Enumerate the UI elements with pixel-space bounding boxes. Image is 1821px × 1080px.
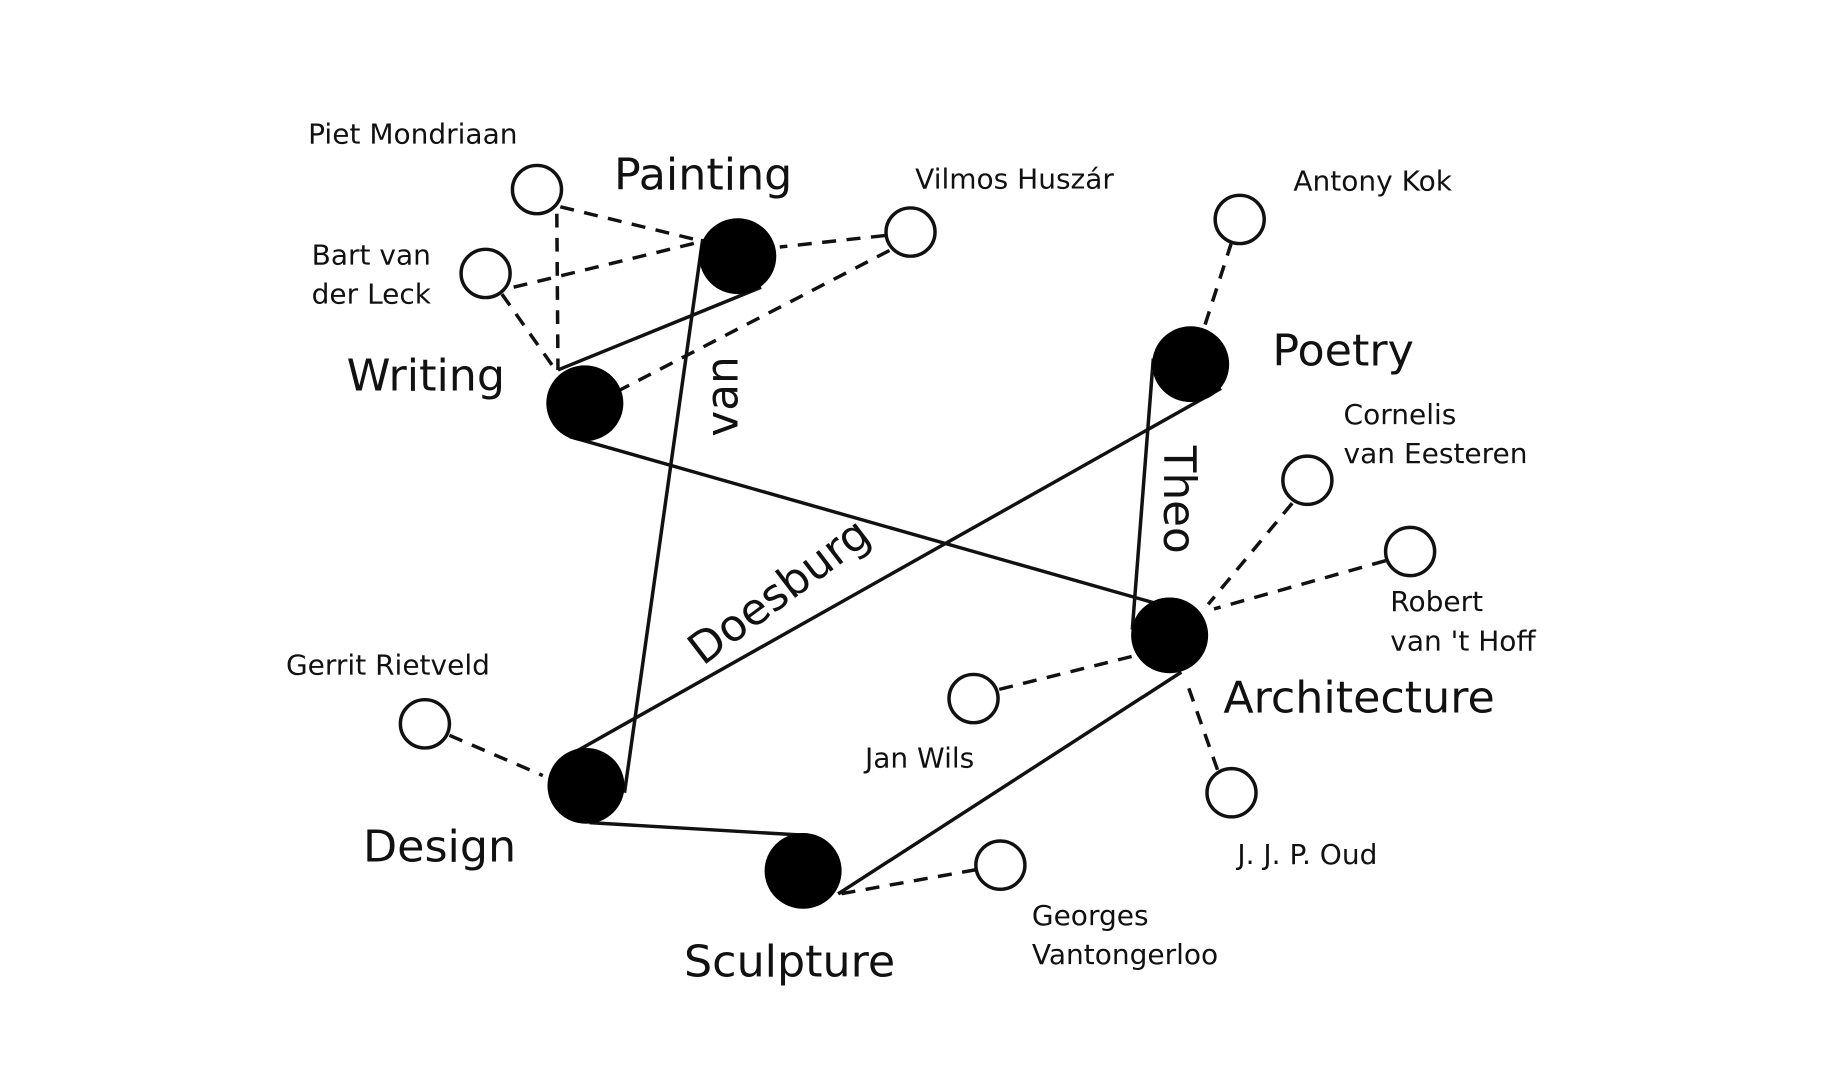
- label-architecture: Architecture: [1223, 673, 1495, 724]
- node-kok: [1213, 193, 1266, 246]
- node-poetry: [1152, 326, 1230, 403]
- label-eesteren-2: van Eesteren: [1344, 437, 1528, 470]
- node-van-der-leck: [459, 247, 512, 300]
- label-oud: J. J. P. Oud: [1235, 838, 1377, 871]
- label-design: Design: [363, 822, 516, 873]
- node-van-eesteren: [1281, 454, 1334, 507]
- node-huszar: [884, 206, 937, 258]
- label-writing: Writing: [347, 351, 505, 402]
- node-mondriaan: [510, 163, 564, 216]
- node-sculpture: [764, 832, 842, 909]
- node-wils: [947, 672, 1000, 725]
- label-van: van: [697, 356, 748, 436]
- label-mondriaan: Piet Mondriaan: [308, 118, 517, 151]
- label-vantongerloo-1: Georges: [1032, 899, 1149, 932]
- node-van-t-hoff: [1383, 525, 1437, 578]
- node-oud: [1205, 766, 1258, 819]
- node-painting: [699, 218, 777, 295]
- label-painting: Painting: [614, 150, 792, 201]
- label-hoff-2: van 't Hoff: [1390, 625, 1536, 658]
- label-theo: Theo: [1153, 445, 1204, 554]
- node-architecture: [1131, 597, 1209, 674]
- label-wils: Jan Wils: [863, 742, 974, 775]
- node-rietveld: [398, 697, 452, 750]
- membership-links: [448, 205, 1387, 896]
- label-huszar: Vilmos Huszár: [915, 163, 1114, 196]
- label-poetry: Poetry: [1272, 326, 1413, 377]
- node-vantongerloo: [974, 839, 1027, 892]
- label-hoff-1: Robert: [1390, 585, 1483, 618]
- node-design: [547, 747, 625, 824]
- label-doesburg: Doesburg: [678, 508, 879, 675]
- label-sculpture: Sculpture: [684, 937, 895, 988]
- label-leck-1: Bart van: [312, 238, 431, 271]
- label-kok: Antony Kok: [1293, 165, 1452, 198]
- label-leck-2: der Leck: [312, 278, 431, 311]
- node-writing: [546, 365, 624, 442]
- label-eesteren-1: Cornelis: [1344, 398, 1457, 431]
- label-rietveld: Gerrit Rietveld: [286, 649, 490, 682]
- label-vantongerloo-2: Vantongerloo: [1032, 938, 1218, 971]
- theo-van-doesburg-path: [557, 238, 1222, 896]
